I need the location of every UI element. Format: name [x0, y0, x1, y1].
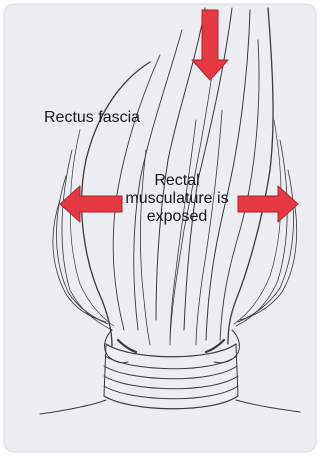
rectal-musculature-label: Rectal musculature is exposed	[112, 172, 242, 226]
rectal-musculature-line: musculature is	[112, 190, 242, 208]
rectal-musculature-line: Rectal	[112, 172, 242, 190]
rectus-fascia-label: Rectus fascia	[44, 109, 140, 127]
rectal-musculature-line: exposed	[112, 208, 242, 226]
